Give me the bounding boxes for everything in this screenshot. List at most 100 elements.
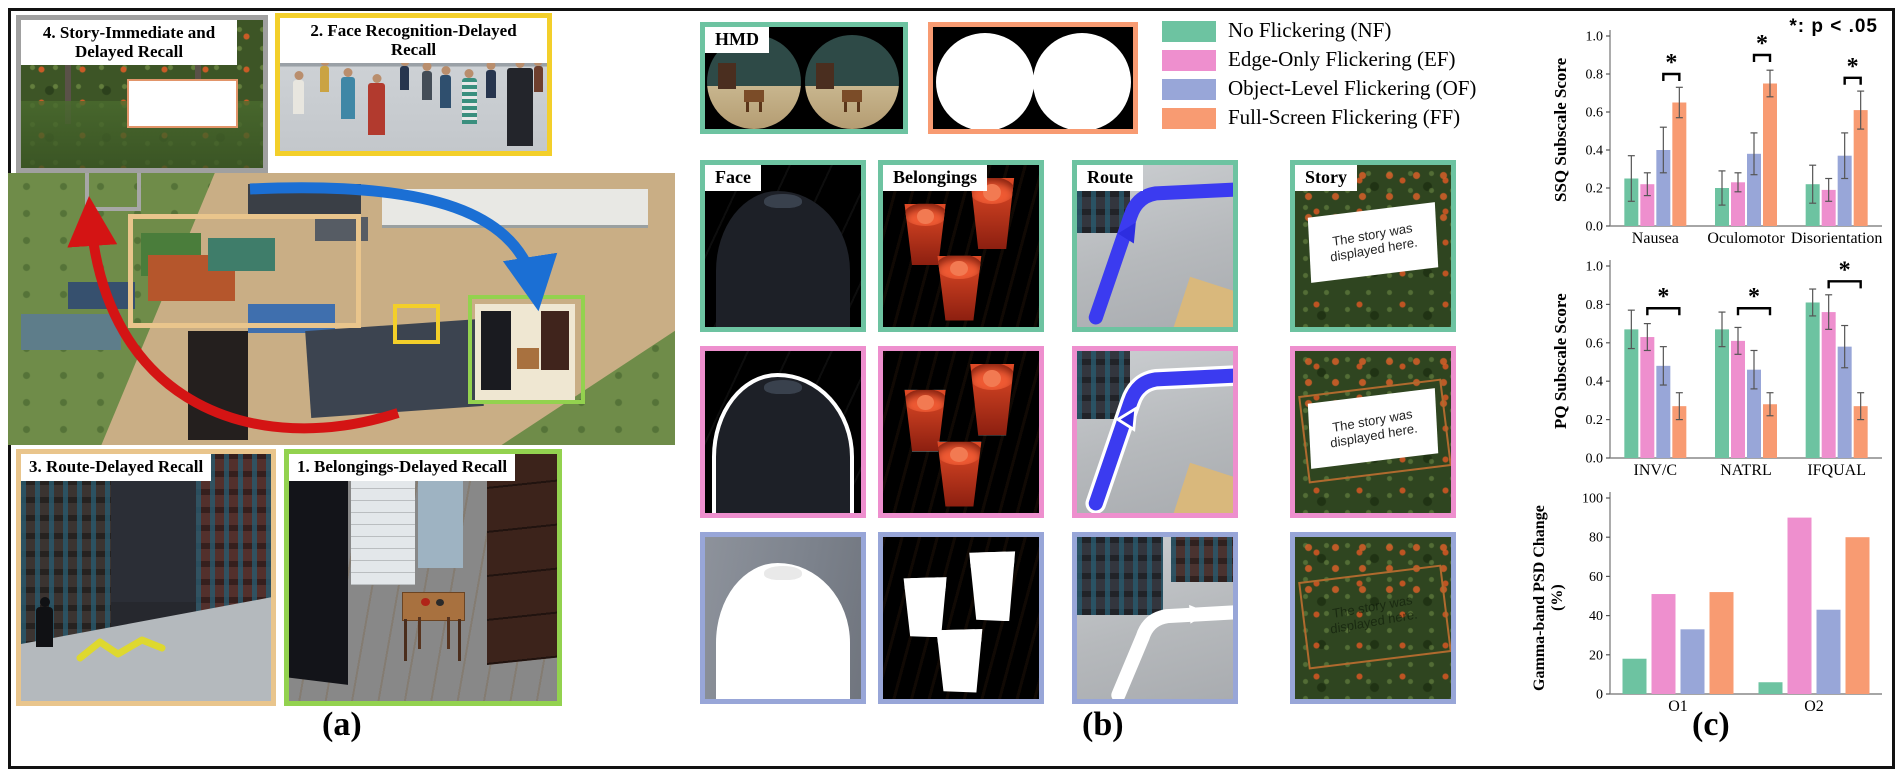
tree-trunk	[64, 20, 71, 124]
gamma-y-axis-label: Gamma-band PSD Change (%)	[1531, 505, 1566, 691]
svg-text:*: *	[1665, 50, 1677, 76]
torso	[715, 562, 851, 699]
belongings-recall-tile: 1. Belongings-Delayed Recall	[284, 449, 562, 706]
avatar	[485, 69, 496, 98]
panel-c-label: (c)	[1692, 706, 1730, 743]
avatar	[368, 83, 386, 136]
dark-item	[436, 599, 445, 607]
svg-text:O2: O2	[1804, 698, 1824, 715]
table-leg	[404, 619, 408, 662]
table	[516, 347, 539, 370]
route-nf-tile: Route	[1072, 160, 1238, 332]
route-ef-tile	[1072, 346, 1238, 518]
route-recall-tile: 3. Route-Delayed Recall	[16, 449, 276, 706]
svg-text:*: *	[1847, 54, 1859, 80]
mask-right-circle	[1033, 33, 1131, 129]
belongings-scene	[883, 165, 1039, 327]
face-recognition-title: 2. Face Recognition-Delayed Recall	[280, 18, 547, 64]
table-top	[401, 592, 466, 622]
route-of-tile	[1072, 532, 1238, 704]
face-column-label: Face	[705, 165, 761, 191]
hmd-label: HMD	[705, 27, 769, 53]
mini-table	[744, 89, 764, 112]
hmd-right-eye-view	[805, 35, 899, 129]
ef-swatch	[1162, 50, 1216, 71]
route-scene	[1077, 351, 1233, 513]
svg-text:80: 80	[1589, 531, 1603, 546]
svg-text:0.6: 0.6	[1586, 106, 1604, 121]
svg-text:*: *	[1756, 31, 1768, 57]
cup	[904, 389, 946, 452]
table-leg	[447, 617, 451, 650]
route-arrow	[1085, 365, 1233, 513]
wardrobe	[480, 311, 511, 390]
torso	[715, 190, 851, 327]
building	[1170, 537, 1233, 583]
story-scene: The story was displayed here.	[1295, 537, 1451, 699]
red-arrow	[67, 196, 400, 434]
svg-text:Nausea: Nausea	[1632, 230, 1679, 247]
svg-text:INV/C: INV/C	[1634, 462, 1678, 479]
story-of-tile: The story was displayed here.	[1290, 532, 1456, 704]
fullscreen-mask-tile	[928, 22, 1138, 134]
ssq-y-axis-label: SSQ Subscale Score	[1551, 57, 1570, 203]
avatar	[320, 66, 330, 93]
aerial-city-view	[8, 173, 675, 445]
story-sign: The story was displayed here.	[1307, 202, 1439, 283]
wardrobe	[289, 464, 348, 686]
svg-text:Oculomotor: Oculomotor	[1707, 230, 1785, 247]
avatar	[341, 77, 356, 120]
svg-text:0.0: 0.0	[1586, 452, 1604, 467]
panel-a-label: (a)	[322, 706, 362, 743]
svg-text:0.0: 0.0	[1586, 220, 1604, 235]
dark-dresser	[487, 454, 557, 666]
avatar	[440, 75, 452, 109]
wheat-overlay-rect	[128, 213, 362, 329]
svg-text:*: *	[1657, 284, 1669, 310]
avatar	[421, 71, 432, 101]
belongings-scene	[883, 351, 1039, 513]
building	[208, 238, 275, 271]
svg-text:IFQUAL: IFQUAL	[1807, 462, 1866, 479]
route-scene	[1077, 165, 1233, 327]
route-scene	[1077, 537, 1233, 699]
cup	[903, 577, 947, 638]
table-leg	[417, 617, 421, 650]
face-scene	[705, 165, 861, 327]
belongings-recall-title: 1. Belongings-Delayed Recall	[289, 454, 516, 481]
route-column-label: Route	[1077, 165, 1143, 191]
face-nf-tile: Face	[700, 160, 866, 332]
torso	[715, 376, 851, 513]
avatar	[293, 79, 305, 114]
person-silhouette	[36, 606, 53, 647]
ef-label: Edge-Only Flickering (EF)	[1228, 47, 1456, 71]
room-cutaway	[474, 303, 575, 402]
pool	[21, 314, 122, 350]
blue-arrow	[249, 182, 558, 312]
ff-label: Full-Screen Flickering (FF)	[1228, 105, 1461, 129]
cup	[936, 629, 983, 693]
svg-text:40: 40	[1589, 609, 1603, 624]
mini-dresser	[718, 63, 737, 90]
yellow-overlay-square	[392, 303, 440, 345]
story-column-label: Story	[1295, 165, 1357, 191]
svg-text:0.2: 0.2	[1586, 413, 1604, 428]
red-item	[421, 598, 431, 607]
story-recall-title: 4. Story-Immediate and Delayed Recall	[21, 20, 237, 66]
avatar	[400, 65, 410, 90]
dresser	[540, 311, 569, 371]
building	[248, 303, 335, 334]
cup	[969, 551, 1016, 622]
story-scene: The story was displayed here.	[1295, 351, 1451, 513]
cup	[937, 441, 982, 507]
svg-text:0: 0	[1596, 688, 1603, 703]
svg-text:1.0: 1.0	[1586, 30, 1604, 45]
svg-text:0.6: 0.6	[1586, 336, 1604, 351]
svg-text:60: 60	[1589, 570, 1603, 585]
nf-swatch	[1162, 21, 1216, 42]
route-recall-title: 3. Route-Delayed Recall	[21, 454, 212, 481]
svg-text:Disorientation: Disorientation	[1791, 230, 1883, 247]
svg-text:0.2: 0.2	[1586, 182, 1604, 197]
